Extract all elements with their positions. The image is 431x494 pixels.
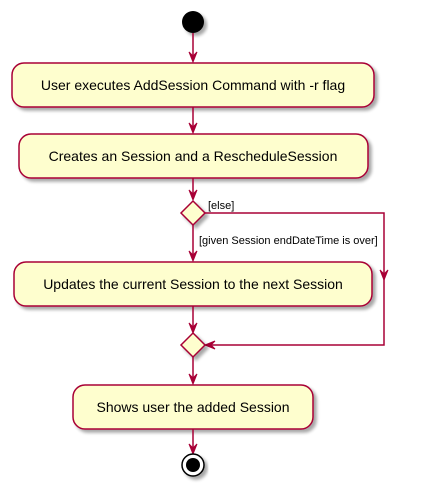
arrowhead-decision (188, 189, 198, 202)
action-label-step3: Updates the current Session to the next … (43, 276, 343, 292)
merge-node (179, 331, 207, 359)
guard-condition-bg (198, 233, 417, 247)
decision-node (179, 199, 207, 227)
arrowhead-step1 (188, 51, 198, 64)
arrowhead-else-down (379, 269, 389, 282)
arrowhead-step3 (188, 250, 198, 263)
start-node (182, 11, 204, 33)
action-label-step4: Shows user the added Session (96, 399, 289, 415)
arrowhead-end (188, 443, 198, 456)
end-node (181, 453, 205, 477)
guard-label-condition: [given Session endDateTime is over] (199, 235, 378, 247)
arrowhead-step4 (188, 373, 198, 386)
arrowhead-step2 (188, 122, 198, 135)
arrowhead-else-merge (203, 340, 216, 350)
arrowhead-merge (188, 322, 198, 335)
action-label-step1: User executes AddSession Command with -r… (41, 77, 345, 93)
guard-label-else: [else] (208, 200, 234, 212)
action-label-step2: Creates an Session and a RescheduleSessi… (49, 148, 338, 164)
